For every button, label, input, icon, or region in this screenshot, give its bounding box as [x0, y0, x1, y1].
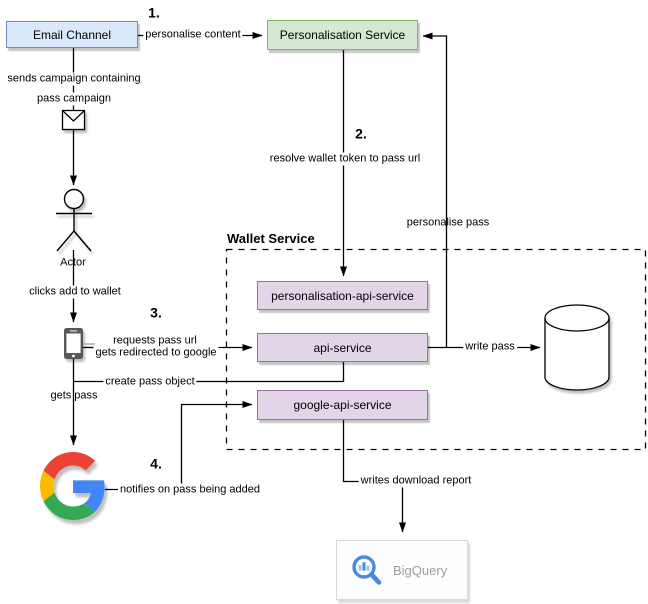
step-1: 1. [148, 4, 160, 21]
clicks-add-to-wallet-label: clicks add to wallet [27, 285, 123, 299]
envelope-icon [61, 109, 86, 131]
google-api-service-label: google-api-service [293, 398, 392, 412]
notifies-pass-added-label: notifies on pass being added [117, 483, 263, 497]
personalisation-api-service-node: personalisation-api-service [257, 281, 428, 310]
step-4: 4. [150, 455, 162, 472]
api-service-node: api-service [257, 333, 428, 362]
gets-pass-label: gets pass [50, 389, 98, 402]
write-pass-label: write pass [463, 340, 517, 354]
database-icon [544, 304, 610, 391]
personalise-pass-label: personalise pass [406, 216, 490, 229]
step-3: 3. [150, 304, 162, 321]
bigquery-node: BigQuery [336, 540, 468, 600]
api-service-label: api-service [313, 340, 372, 355]
personalisation-service-node: Personalisation Service [267, 20, 418, 50]
google-logo [40, 452, 105, 520]
email-channel-node: Email Channel [6, 21, 138, 48]
sends-campaign-label-line1: sends campaign containing [5, 72, 143, 86]
edge-notifies-pass-added [105, 401, 253, 491]
smartphone-icon [64, 328, 95, 359]
requests-pass-url-label: requests pass url [111, 334, 199, 348]
create-pass-object-label: create pass object [103, 375, 197, 389]
gets-redirected-label: gets redirected to google [93, 346, 219, 360]
bigquery-label: BigQuery [393, 562, 448, 578]
writes-download-report-label: writes download report [358, 474, 474, 488]
actor-label: Actor [60, 256, 86, 269]
personalise-content-label: personalise content [143, 28, 243, 42]
bigquery-icon [352, 554, 382, 585]
step-2: 2. [355, 125, 367, 142]
wallet-service-title: Wallet Service [227, 231, 315, 246]
actor-icon [56, 188, 92, 252]
wallet-service-container [225, 248, 647, 451]
personalisation-api-service-label: personalisation-api-service [271, 288, 414, 303]
google-api-service-node: google-api-service [257, 390, 428, 420]
sends-campaign-label-line2: pass campaign [35, 92, 113, 106]
personalisation-service-label: Personalisation Service [279, 28, 406, 42]
edge-personalise-pass [422, 32, 448, 348]
email-channel-label: Email Channel [32, 27, 112, 42]
resolve-wallet-token-label: resolve wallet token to pass url [267, 152, 423, 166]
